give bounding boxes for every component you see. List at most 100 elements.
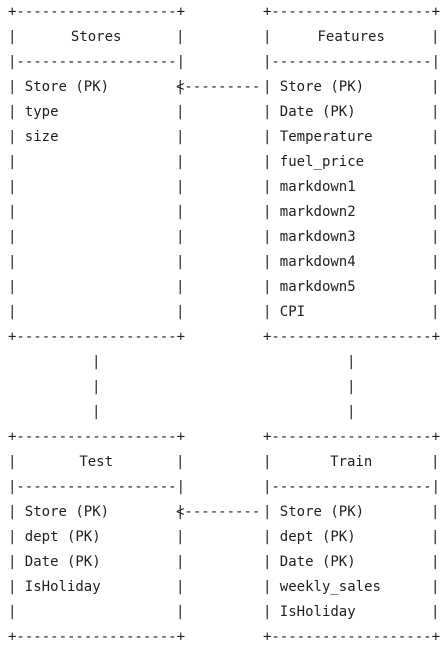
features-row-left-bar: | — [263, 304, 272, 320]
features-row-right-bar: | — [431, 229, 440, 245]
train-title-right-bar: | — [431, 454, 440, 470]
features-row-right-bar: | — [431, 304, 440, 320]
stores-row-right-bar: | — [176, 104, 185, 120]
test-row-left-bar: | — [8, 529, 17, 545]
stores-field: size — [24, 129, 59, 145]
stores-row-left-bar: | — [8, 179, 17, 195]
train-row-left-bar: | — [263, 579, 272, 595]
features-row-right-bar: | — [431, 79, 440, 95]
test-row-right-bar: | — [176, 529, 185, 545]
features-row-left-bar: | — [263, 229, 272, 245]
features-top-border: +-------------------+ — [263, 4, 441, 20]
train-field: Date (PK) — [279, 554, 356, 570]
features-field: markdown4 — [279, 254, 356, 270]
stores-row-left-bar: | — [8, 279, 17, 295]
stores-row-left-bar: | — [8, 104, 17, 120]
train-field: weekly_sales — [279, 579, 381, 595]
stores-row-left-bar: | — [8, 129, 17, 145]
test-header-separator: |-------------------| — [8, 479, 186, 495]
stores-row-left-bar: | — [8, 229, 17, 245]
test-row-left-bar: | — [8, 554, 17, 570]
features-row-left-bar: | — [263, 279, 272, 295]
test-field: dept (PK) — [24, 529, 101, 545]
test-table-title: Test — [79, 454, 114, 470]
stores-row-left-bar: | — [8, 79, 17, 95]
features-row-right-bar: | — [431, 254, 440, 270]
test-title-left-bar: | — [8, 454, 17, 470]
train-row-left-bar: | — [263, 504, 272, 520]
features-field: markdown1 — [279, 179, 356, 195]
stores-title-right-bar: | — [176, 29, 185, 45]
features-header-separator: |-------------------| — [263, 54, 441, 70]
train-row-right-bar: | — [431, 604, 440, 620]
train-field: IsHoliday — [279, 604, 356, 620]
stores-row-right-bar: | — [176, 129, 185, 145]
test-field: Date (PK) — [24, 554, 101, 570]
test-bottom-border: +-------------------+ — [8, 629, 186, 645]
features-title-right-bar: | — [431, 29, 440, 45]
stores-row-right-bar: | — [176, 179, 185, 195]
features-row-right-bar: | — [431, 204, 440, 220]
stores-top-border: +-------------------+ — [8, 4, 186, 20]
test-row-left-bar: | — [8, 504, 17, 520]
test-field: IsHoliday — [24, 579, 101, 595]
test-field: Store (PK) — [24, 504, 110, 520]
stores-row-right-bar: | — [176, 79, 185, 95]
test-row-right-bar: | — [176, 554, 185, 570]
features-row-left-bar: | — [263, 179, 272, 195]
stores-row-left-bar: | — [8, 204, 17, 220]
features-row-left-bar: | — [263, 254, 272, 270]
stores-field: Store (PK) — [24, 79, 110, 95]
features-row-right-bar: | — [431, 279, 440, 295]
stores-row-right-bar: | — [176, 254, 185, 270]
train-to-test-arrow: <--------- — [176, 504, 261, 520]
features-row-left-bar: | — [263, 129, 272, 145]
features-to-train-connector: | — [347, 404, 356, 420]
stores-row-right-bar: | — [176, 304, 185, 320]
train-row-right-bar: | — [431, 504, 440, 520]
stores-field: type — [24, 104, 59, 120]
train-field: Store (PK) — [279, 504, 365, 520]
train-row-right-bar: | — [431, 579, 440, 595]
features-row-left-bar: | — [263, 79, 272, 95]
train-table-title: Train — [330, 454, 373, 470]
train-field: dept (PK) — [279, 529, 356, 545]
train-title-left-bar: | — [263, 454, 272, 470]
train-bottom-border: +-------------------+ — [263, 629, 441, 645]
features-field: CPI — [279, 304, 306, 320]
stores-title-left-bar: | — [8, 29, 17, 45]
features-field: markdown3 — [279, 229, 356, 245]
test-row-left-bar: | — [8, 579, 17, 595]
stores-row-right-bar: | — [176, 204, 185, 220]
stores-header-separator: |-------------------| — [8, 54, 186, 70]
features-row-right-bar: | — [431, 179, 440, 195]
stores-row-left-bar: | — [8, 154, 17, 170]
train-row-left-bar: | — [263, 604, 272, 620]
stores-bottom-border: +-------------------+ — [8, 329, 186, 345]
train-row-left-bar: | — [263, 529, 272, 545]
stores-row-right-bar: | — [176, 229, 185, 245]
features-row-left-bar: | — [263, 154, 272, 170]
features-bottom-border: +-------------------+ — [263, 329, 441, 345]
features-field: Store (PK) — [279, 79, 365, 95]
train-top-border: +-------------------+ — [263, 429, 441, 445]
features-field: fuel_price — [279, 154, 365, 170]
train-header-separator: |-------------------| — [263, 479, 441, 495]
test-row-right-bar: | — [176, 504, 185, 520]
train-row-right-bar: | — [431, 529, 440, 545]
features-field: markdown2 — [279, 204, 356, 220]
stores-to-test-connector: | — [92, 354, 101, 370]
features-to-train-connector: | — [347, 379, 356, 395]
stores-row-right-bar: | — [176, 154, 185, 170]
features-to-stores-arrow: <--------- — [176, 79, 261, 95]
features-to-train-connector: | — [347, 354, 356, 370]
features-row-right-bar: | — [431, 129, 440, 145]
features-table-title: Features — [317, 29, 385, 45]
stores-row-left-bar: | — [8, 254, 17, 270]
features-row-right-bar: | — [431, 154, 440, 170]
stores-table-title: Stores — [70, 29, 122, 45]
train-row-left-bar: | — [263, 554, 272, 570]
test-title-right-bar: | — [176, 454, 185, 470]
features-field: markdown5 — [279, 279, 356, 295]
features-row-right-bar: | — [431, 104, 440, 120]
